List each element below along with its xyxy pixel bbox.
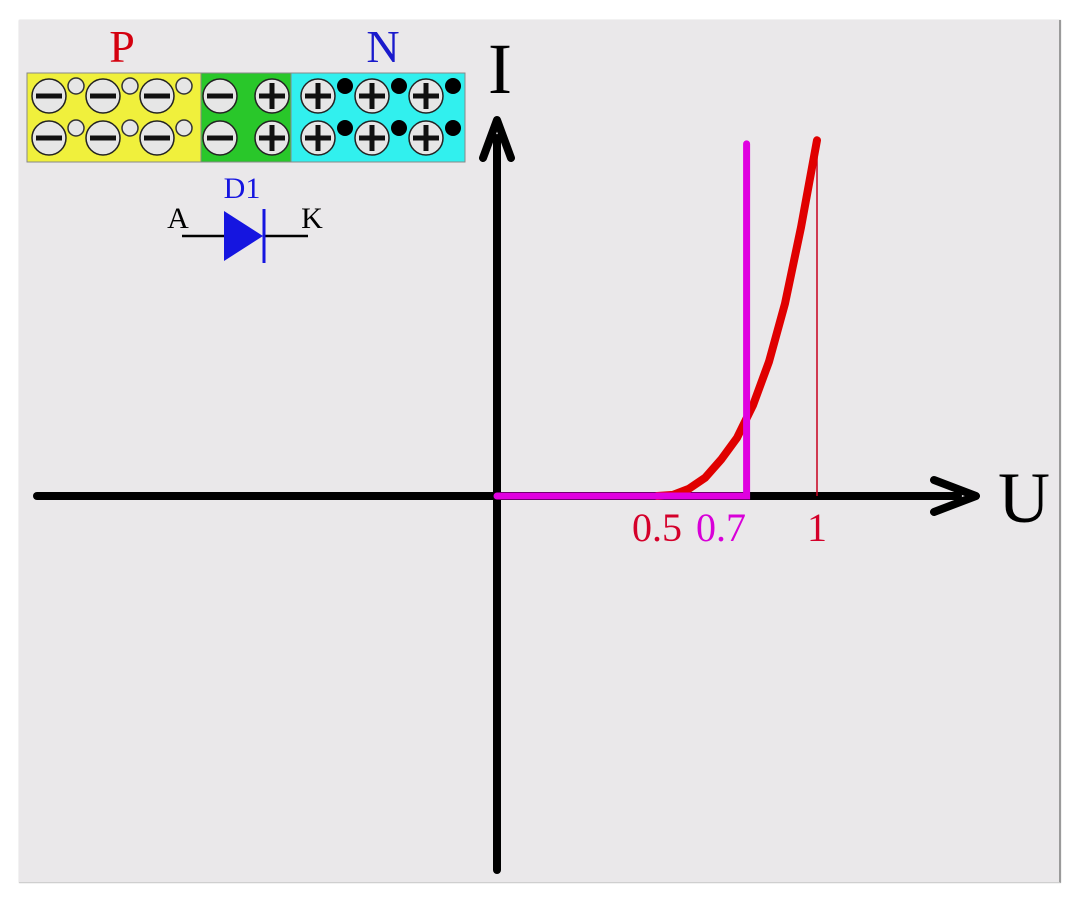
y-axis-label: I	[488, 29, 512, 109]
plot-area	[493, 136, 821, 500]
series-line-2	[493, 140, 751, 500]
depletion-acceptor-ion	[202, 78, 238, 114]
hole	[67, 119, 85, 137]
acceptor-ion	[31, 120, 67, 156]
n-label: N	[366, 21, 399, 72]
acceptor-ion	[31, 78, 67, 114]
hole	[175, 77, 193, 95]
donor-ion	[408, 120, 444, 156]
x-axis-arrow	[930, 476, 980, 516]
acceptor-ion	[139, 78, 175, 114]
depletion-acceptor-ion	[202, 120, 238, 156]
free-electron	[337, 120, 353, 136]
p-label: P	[109, 21, 135, 72]
donor-ion	[354, 78, 390, 114]
anode-label: A	[167, 202, 189, 235]
diode-triangle	[224, 211, 263, 261]
depletion-donor-ion	[254, 120, 290, 156]
x-axis-label: U	[998, 458, 1050, 538]
donor-ion	[408, 78, 444, 114]
donor-ion	[300, 78, 336, 114]
diode-name: D1	[224, 172, 261, 205]
free-electron	[445, 120, 461, 136]
cathode-label: K	[301, 202, 323, 235]
x-tick-label: 0.7	[696, 505, 746, 550]
pn-junction: P N	[26, 21, 466, 163]
acceptor-ion	[139, 120, 175, 156]
x-tick-label: 1	[807, 505, 827, 550]
donor-ion	[354, 120, 390, 156]
depletion-donor-ion	[254, 78, 290, 114]
acceptor-ion	[85, 120, 121, 156]
acceptor-ion	[85, 78, 121, 114]
free-electron	[337, 78, 353, 94]
donor-ion	[300, 120, 336, 156]
hole	[121, 119, 139, 137]
tick-labels: 0.5 0.7 1	[632, 505, 827, 550]
x-tick-label: 0.5	[632, 505, 682, 550]
hole	[121, 77, 139, 95]
diode-symbol: D1 A K	[167, 172, 323, 263]
hole	[175, 119, 193, 137]
figure-frame	[19, 20, 1061, 883]
hole	[67, 77, 85, 95]
free-electron	[391, 120, 407, 136]
free-electron	[445, 78, 461, 94]
y-axis-arrow	[479, 116, 515, 162]
series-line-1	[653, 136, 821, 500]
free-electron	[391, 78, 407, 94]
